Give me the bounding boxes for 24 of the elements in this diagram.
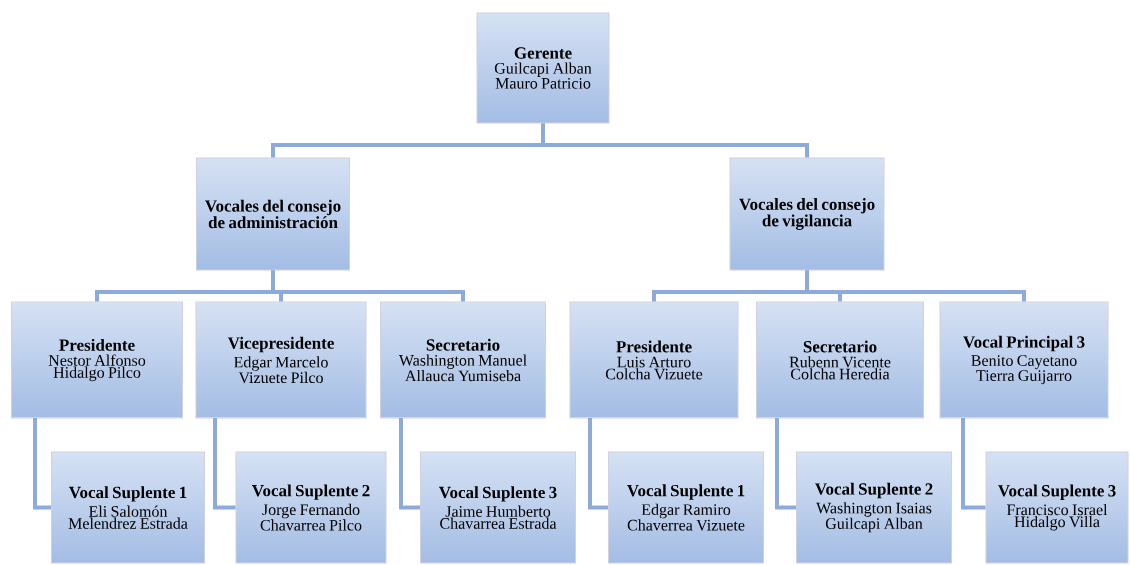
org-box: Gerente Guilcapi Alban Mauro Patricio [476,12,610,124]
connector-line [33,418,51,510]
org-box: Vocales del consejo de administración [196,157,350,271]
org-box: Vocales del consejo de vigilancia [729,157,885,271]
connector-line [213,418,236,510]
org-box: Vicepresidente Edgar Marcelo Vizuete Pilco [195,301,367,419]
org-box: Vocal Principal 3 Benito Cayetano Tierra Guijarro [939,301,1109,419]
org-box: Secretario Washington Manuel Allauca Yumiseba [380,301,546,419]
org-box: Presidente Nestor Alfonso Hidalgo Pilco [11,301,183,419]
org-box: Secretario Rubenn Vicente Colcha Heredia [756,301,924,419]
connector-line [805,270,1026,302]
org-box: Vocal Suplente 1 Eli Salomón Melendrez Estrada [51,451,205,564]
org-box: Vocal Suplente 1 Edgar Ramiro Chaverrea Vizuete [608,451,764,564]
org-box: Vocal Suplente 3 Francisco Israel Hidalgo Villa [985,451,1129,564]
org-box: Presidente Luis Arturo Colcha Vizuete [569,301,739,419]
connector-line [775,418,796,510]
connector-line [541,123,809,158]
org-box: Vocal Suplente 2 Washington Isaias Guilcapi Alban [796,451,952,564]
org-box: Vocal Suplente 3 Jaime Humberto Chavarrea Estrada [420,451,576,564]
connector-line [961,418,986,510]
org-box: Vocal Suplente 2 Jorge Fernando Chavarrea Pilco [235,451,387,564]
connector-line [271,270,465,302]
connector-line [399,418,420,510]
connector-line [588,418,608,510]
